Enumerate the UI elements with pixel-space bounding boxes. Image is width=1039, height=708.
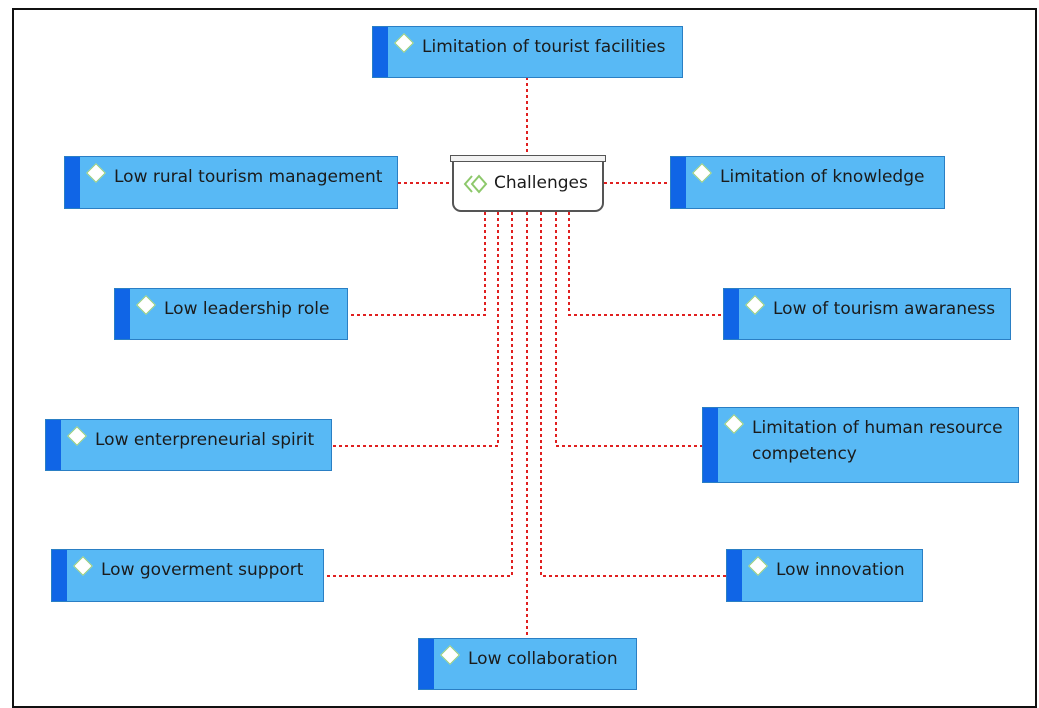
link-r3 [555, 212, 702, 447]
node-rural-tourism-management[interactable]: Low rural tourism management [64, 156, 398, 209]
node-accent-bar [671, 157, 686, 208]
link-l3 [332, 212, 499, 447]
node-tourism-awareness[interactable]: Low of tourism awaraness [723, 288, 1011, 340]
diamond-icon [440, 645, 460, 665]
node-accent-bar [724, 289, 739, 339]
node-label: Limitation of tourist facilities [422, 37, 666, 57]
node-label: Low goverment support [101, 560, 304, 580]
node-collaboration[interactable]: Low collaboration [418, 638, 637, 690]
link-l4 [324, 212, 513, 577]
node-accent-bar [727, 550, 742, 601]
diamond-icon [745, 295, 765, 315]
node-label: Limitation of human resource competency [752, 418, 1003, 464]
root-label: Challenges [494, 173, 588, 193]
diamond-icon [748, 556, 768, 576]
diamond-icon [86, 163, 106, 183]
link-r2 [568, 212, 723, 316]
root-node-cap [450, 155, 606, 162]
connector-lines [324, 77, 726, 638]
node-label: Low leadership role [164, 299, 330, 319]
node-label: Low enterpreneurial spirit [95, 430, 315, 450]
node-label: Low of tourism awaraness [773, 299, 996, 319]
link-r4 [540, 212, 726, 577]
node-accent-bar [52, 550, 67, 601]
node-limitation-knowledge[interactable]: Limitation of knowledge [670, 156, 945, 209]
diamond-icon [136, 295, 156, 315]
diamond-icon [724, 414, 744, 434]
link-l2 [348, 212, 486, 316]
node-enterpreneurial-spirit[interactable]: Low enterpreneurial spirit [45, 419, 332, 471]
node-label: Low rural tourism management [114, 167, 383, 187]
node-innovation[interactable]: Low innovation [726, 549, 923, 602]
node-goverment-support[interactable]: Low goverment support [51, 549, 324, 602]
node-label: Limitation of knowledge [720, 167, 925, 187]
node-label: Low collaboration [468, 649, 618, 669]
node-human-resource-competency[interactable]: Limitation of human resource competency [702, 407, 1019, 483]
diamond-icon [67, 426, 87, 446]
node-leadership-role[interactable]: Low leadership role [114, 288, 348, 340]
node-accent-bar [419, 639, 434, 689]
double-diamond-icon [463, 174, 488, 194]
node-label: Low innovation [776, 560, 905, 580]
diamond-icon [394, 33, 414, 53]
node-tourist-facilities[interactable]: Limitation of tourist facilities [372, 26, 683, 78]
diamond-icon [73, 556, 93, 576]
node-accent-bar [373, 27, 388, 77]
root-node-challenges[interactable]: Challenges [450, 155, 606, 212]
diamond-icon [692, 163, 712, 183]
node-accent-bar [65, 157, 80, 208]
node-accent-bar [115, 289, 130, 339]
node-accent-bar [703, 408, 718, 482]
node-accent-bar [46, 420, 61, 470]
